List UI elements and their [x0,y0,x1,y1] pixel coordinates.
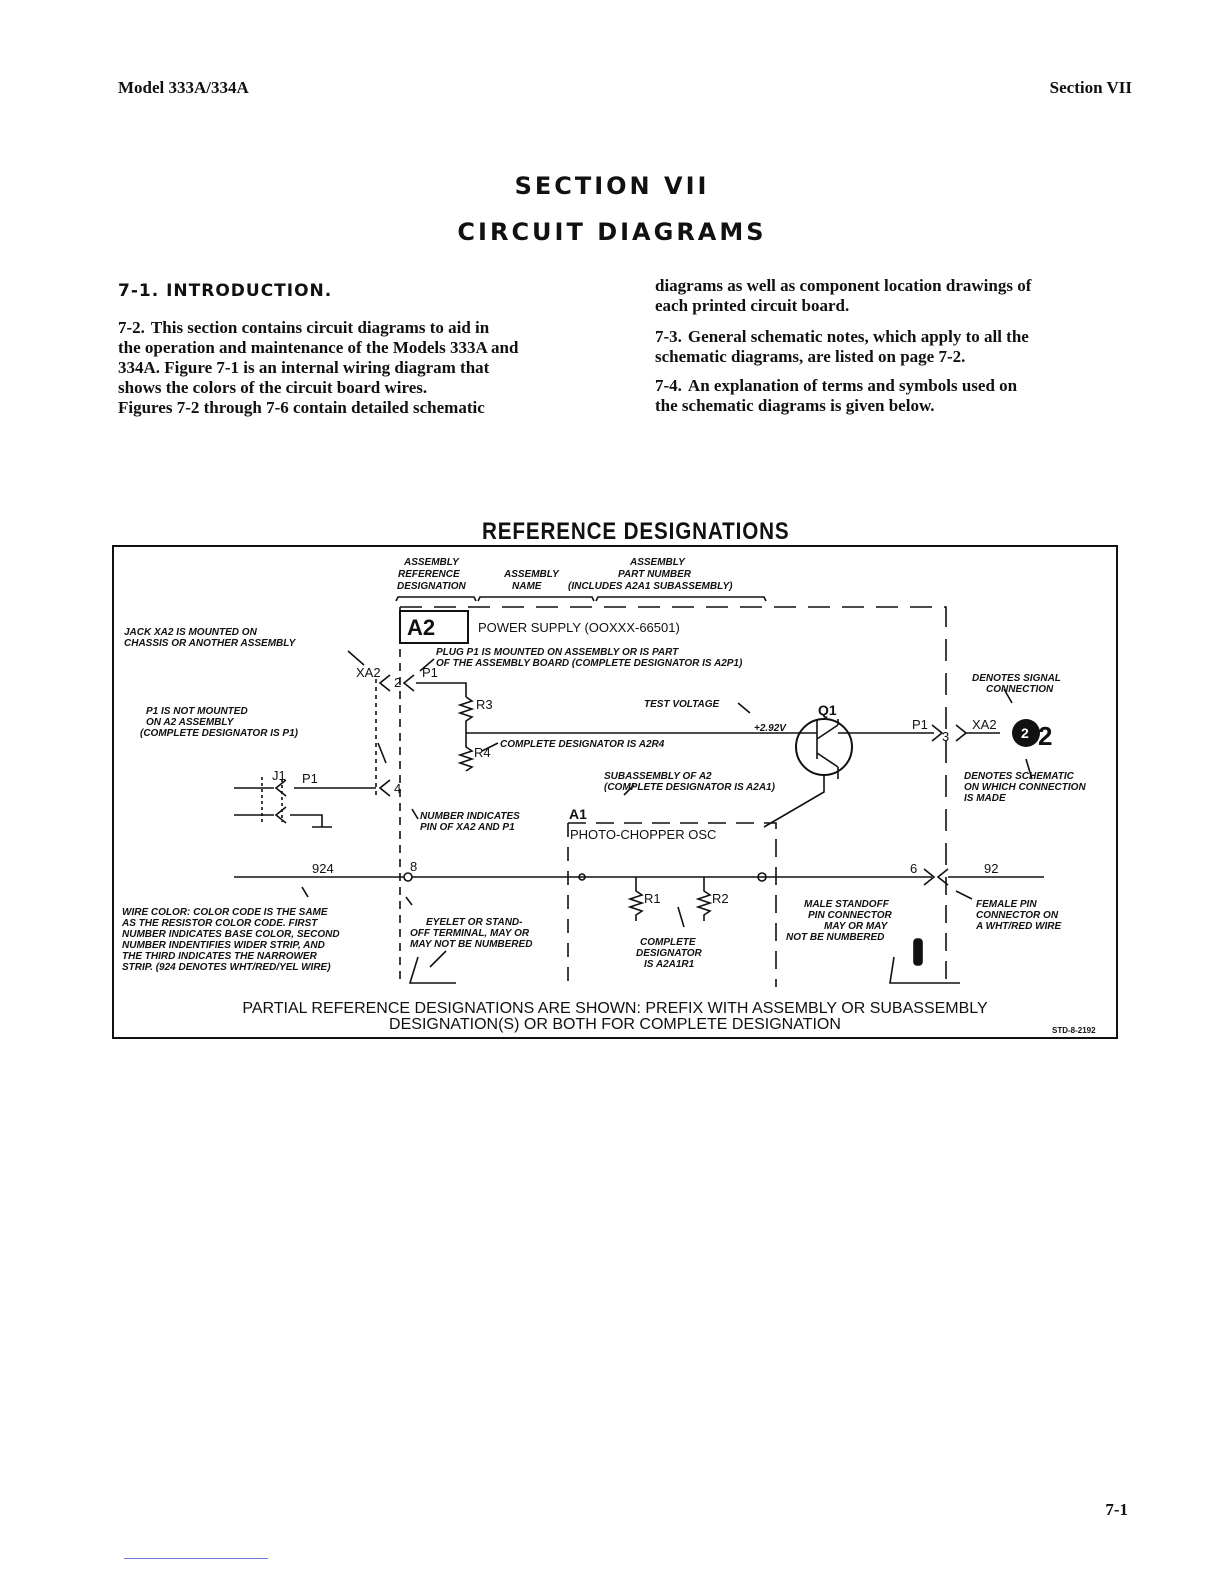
svg-text:A1: A1 [569,806,587,822]
svg-text:WIRE COLOR: COLOR CODE IS THE: WIRE COLOR: COLOR CODE IS THE SAME [122,907,328,918]
section-title: SECTION VII [514,172,710,200]
std-code: STD-8-2192 [1052,1026,1096,1035]
svg-text:J1: J1 [272,768,286,783]
svg-text:3: 3 [942,729,949,744]
svg-text:6: 6 [910,861,917,876]
svg-text:(COMPLETE DESIGNATOR IS P1): (COMPLETE DESIGNATOR IS P1) [140,728,299,739]
svg-text:REFERENCE: REFERENCE [398,569,460,580]
svg-text:Q1: Q1 [818,702,837,718]
signal-connection-icon [1012,719,1040,747]
underline-divider [124,1558,268,1559]
svg-text:PIN OF XA2 AND P1: PIN OF XA2 AND P1 [420,822,515,833]
paragraph-number: 7-2. [118,318,145,337]
svg-text:CHASSIS OR ANOTHER ASSEMBLY: CHASSIS OR ANOTHER ASSEMBLY [124,638,297,649]
photo-chopper-label: PHOTO-CHOPPER OSC [570,827,716,842]
svg-text:CONNECTION: CONNECTION [986,684,1054,695]
svg-text:STRIP. (924 DENOTES WHT/RED/YE: STRIP. (924 DENOTES WHT/RED/YEL WIRE) [122,962,331,973]
signal-number: 2 [1021,725,1029,741]
svg-text:NOT BE NUMBERED: NOT BE NUMBERED [786,932,884,943]
svg-text:TEST VOLTAGE: TEST VOLTAGE [644,699,720,710]
svg-text:92: 92 [984,861,998,876]
intro-heading: 7-1. INTRODUCTION. [118,281,333,301]
svg-text:NAME: NAME [512,581,542,592]
svg-text:NUMBER INDENTIFIES WIDER STRIP: NUMBER INDENTIFIES WIDER STRIP, AND [122,940,325,951]
power-supply-label: POWER SUPPLY (OOXXX-66501) [478,620,680,635]
svg-text:THE THIRD INDICATES THE NARROW: THE THIRD INDICATES THE NARROWER [122,951,318,962]
svg-text:P1: P1 [422,665,438,680]
svg-text:COMPLETE: COMPLETE [640,937,696,948]
svg-text:MAY NOT BE NUMBERED: MAY NOT BE NUMBERED [410,939,532,950]
paragraph-7-3: 7-3.General schematic notes, which apply… [655,327,1029,366]
svg-text:P1: P1 [302,771,318,786]
figure-title: REFERENCE DESIGNATIONS [482,518,790,545]
svg-text:(INCLUDES A2A1 SUBASSEMBLY): (INCLUDES A2A1 SUBASSEMBLY) [568,581,733,592]
svg-text:4: 4 [394,781,401,796]
running-header-section: Section VII [1049,78,1132,97]
svg-text:(COMPLETE DESIGNATOR IS A2A1): (COMPLETE DESIGNATOR IS A2A1) [604,782,776,793]
svg-text:XA2: XA2 [356,665,381,680]
schematic-number: 2 [1038,721,1052,751]
svg-text:R2: R2 [712,891,729,906]
svg-text:FEMALE PIN: FEMALE PIN [976,899,1037,910]
svg-text:ASSEMBLY: ASSEMBLY [629,557,686,568]
svg-text:ON WHICH CONNECTION: ON WHICH CONNECTION [964,782,1086,793]
svg-text:MALE STANDOFF: MALE STANDOFF [804,899,890,910]
svg-text:ASSEMBLY: ASSEMBLY [403,557,460,568]
svg-text:P1 IS NOT MOUNTED: P1 IS NOT MOUNTED [146,706,248,717]
svg-text:R1: R1 [644,891,661,906]
svg-text:SUBASSEMBLY OF A2: SUBASSEMBLY OF A2 [604,771,712,782]
svg-text:PLUG P1 IS MOUNTED ON ASSEMBLY: PLUG P1 IS MOUNTED ON ASSEMBLY OR IS PAR… [436,647,679,658]
svg-text:P1: P1 [912,717,928,732]
svg-text:924: 924 [312,861,334,876]
reference-designations-diagram: 2 2 ASSEMBLY REFERENCE DESIGNATION ASSEM… [121,557,1096,1035]
svg-text:DESIGNATOR: DESIGNATOR [636,948,703,959]
svg-text:DENOTES SCHEMATIC: DENOTES SCHEMATIC [964,771,1075,782]
svg-text:DENOTES SIGNAL: DENOTES SIGNAL [972,673,1061,684]
paragraph-7-2: 7-2.This section contains circuit diagra… [118,318,519,417]
svg-text:8: 8 [410,859,417,874]
svg-text:NUMBER INDICATES BASE COLOR, S: NUMBER INDICATES BASE COLOR, SECOND [122,929,340,940]
svg-text:XA2: XA2 [972,717,997,732]
svg-text:PART NUMBER: PART NUMBER [618,569,692,580]
assembly-box-label: A2 [407,615,435,640]
running-header-model: Model 333A/334A [118,78,249,97]
svg-text:R4: R4 [474,745,491,760]
page-number: 7-1 [1105,1500,1128,1519]
reference-designations-figure: 2 2 ASSEMBLY REFERENCE DESIGNATION ASSEM… [112,545,1118,1039]
svg-text:EYELET OR STAND-: EYELET OR STAND- [426,917,523,928]
svg-text:2: 2 [394,675,401,690]
svg-text:PIN CONNECTOR: PIN CONNECTOR [808,910,892,921]
svg-text:OFF TERMINAL, MAY OR: OFF TERMINAL, MAY OR [410,928,530,939]
svg-text:MAY OR MAY: MAY OR MAY [824,921,889,932]
svg-text:ASSEMBLY: ASSEMBLY [503,569,560,580]
svg-text:DESIGNATION: DESIGNATION [397,581,466,592]
svg-text:IS A2A1R1: IS A2A1R1 [644,959,695,970]
svg-text:COMPLETE DESIGNATOR IS A2R4: COMPLETE DESIGNATOR IS A2R4 [500,739,665,750]
svg-text:R3: R3 [476,697,493,712]
svg-text:+2.92V: +2.92V [754,723,787,734]
paragraph-7-2-continued: diagrams as well as component location d… [655,276,1032,315]
svg-text:CONNECTOR ON: CONNECTOR ON [976,910,1059,921]
svg-text:ON A2 ASSEMBLY: ON A2 ASSEMBLY [146,717,235,728]
svg-text:OF THE ASSEMBLY BOARD (COMPLET: OF THE ASSEMBLY BOARD (COMPLETE DESIGNAT… [436,658,743,669]
figure-footer-line2: DESIGNATION(S) OR BOTH FOR COMPLETE DESI… [389,1016,841,1033]
svg-text:A WHT/RED WIRE: A WHT/RED WIRE [975,921,1062,932]
svg-text:JACK XA2 IS MOUNTED ON: JACK XA2 IS MOUNTED ON [124,627,258,638]
paragraph-7-4: 7-4.An explanation of terms and symbols … [655,376,1018,415]
svg-text:NUMBER INDICATES: NUMBER INDICATES [420,811,520,822]
chapter-title: CIRCUIT DIAGRAMS [457,218,767,246]
svg-text:AS THE RESISTOR COLOR CODE. FI: AS THE RESISTOR COLOR CODE. FIRST [121,918,318,929]
figure-footer-line1: PARTIAL REFERENCE DESIGNATIONS ARE SHOWN… [242,1000,988,1017]
svg-text:IS MADE: IS MADE [964,793,1006,804]
